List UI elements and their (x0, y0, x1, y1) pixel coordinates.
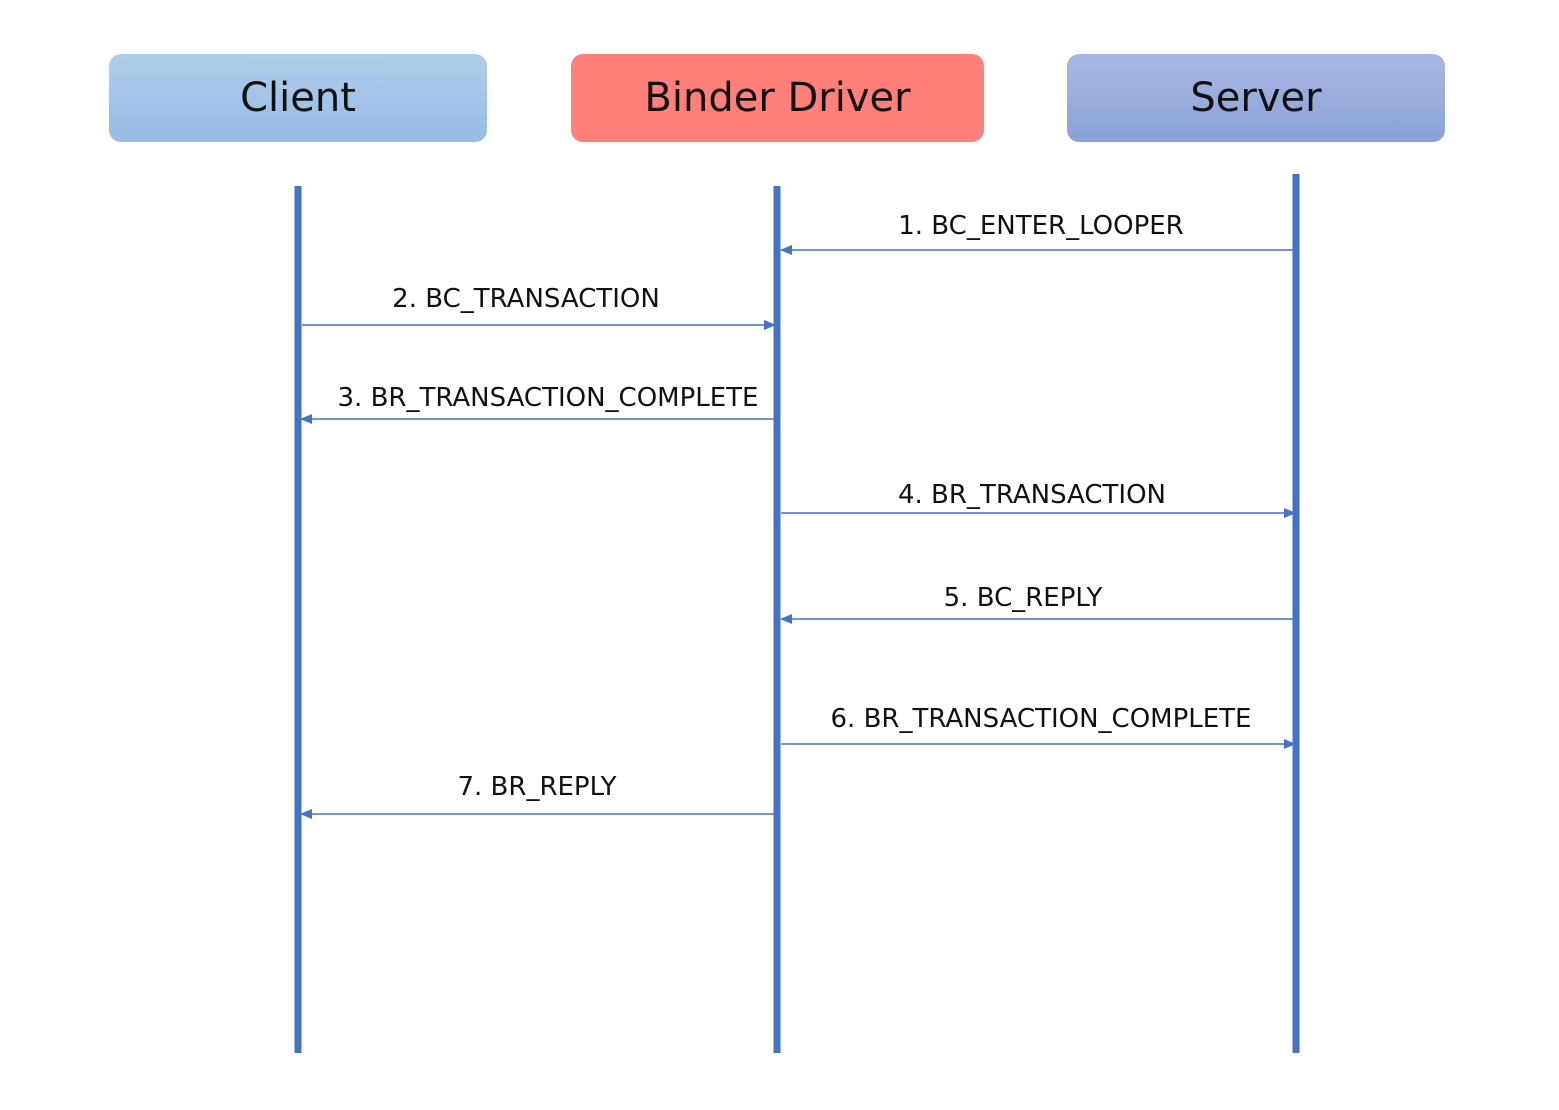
message-4: 4. BR_TRANSACTION (781, 480, 1296, 518)
message-4-label: 4. BR_TRANSACTION (898, 480, 1166, 510)
participant-server-box: Server (1067, 54, 1445, 142)
message-7: 7. BR_REPLY (300, 772, 774, 819)
message-5: 5. BC_REPLY (780, 583, 1293, 624)
participant-binder-driver-box: Binder Driver (571, 54, 984, 142)
message-3-label: 3. BR_TRANSACTION_COMPLETE (338, 383, 759, 413)
message-2: 2. BC_TRANSACTION (302, 284, 776, 330)
participant-server-label: Server (1190, 75, 1322, 121)
message-7-label: 7. BR_REPLY (457, 772, 616, 802)
message-2-label: 2. BC_TRANSACTION (392, 284, 660, 314)
message-3: 3. BR_TRANSACTION_COMPLETE (300, 383, 774, 424)
message-1: 1. BC_ENTER_LOOPER (780, 211, 1293, 255)
message-5-label: 5. BC_REPLY (944, 583, 1103, 613)
participant-binder-driver-label: Binder Driver (644, 75, 911, 121)
message-6-label: 6. BR_TRANSACTION_COMPLETE (831, 704, 1252, 734)
participant-client-box: Client (109, 54, 487, 142)
participant-client-label: Client (240, 75, 356, 121)
message-1-label: 1. BC_ENTER_LOOPER (898, 211, 1184, 241)
message-6: 6. BR_TRANSACTION_COMPLETE (781, 704, 1296, 749)
